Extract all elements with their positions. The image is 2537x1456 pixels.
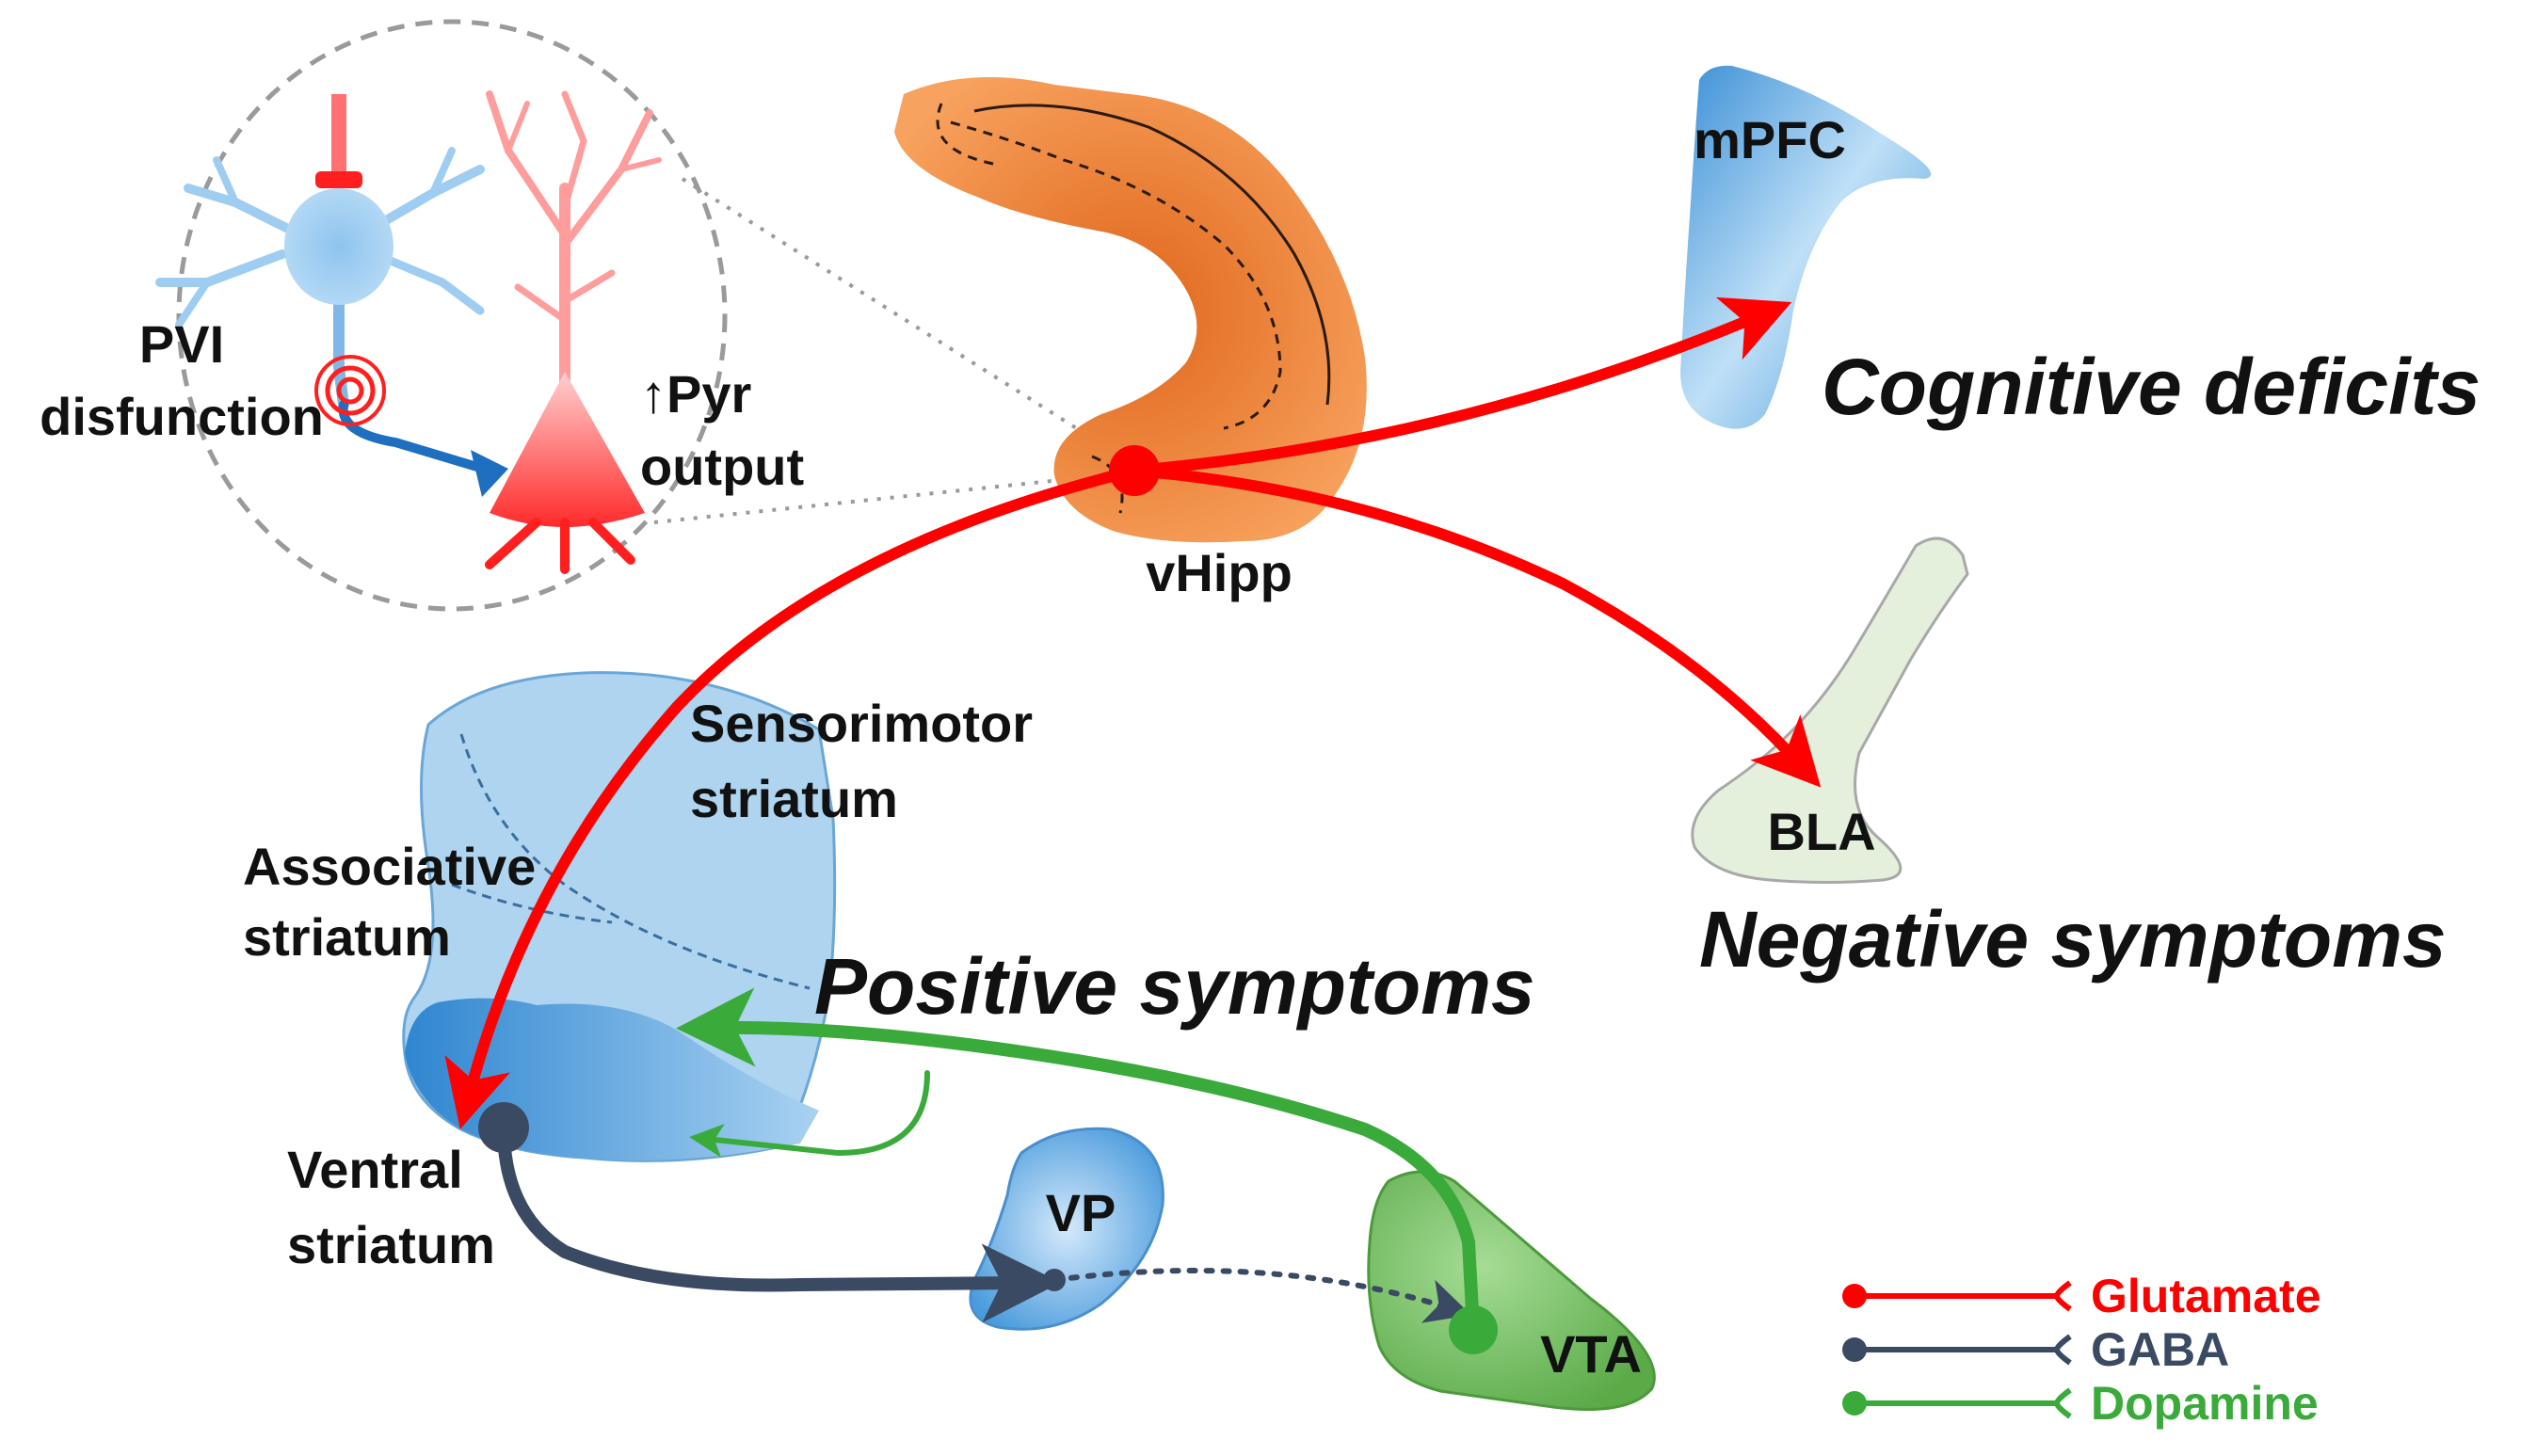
pathways (444, 296, 1822, 1354)
associative-label-line2: striatum (243, 907, 451, 967)
dopamine-vta-striatum-arrow (676, 987, 1480, 1336)
pyramidal-basal-dendrites (485, 518, 635, 574)
inset-dashed-circle (176, 19, 728, 612)
inset-connector-upper (681, 177, 1108, 449)
vp-label: VP (1046, 1183, 1116, 1242)
vhipp-dashed-line-2 (936, 103, 999, 167)
pvi-input-axon (315, 94, 362, 188)
glutamate-vhipp-mpfc-arrow (1129, 296, 1792, 476)
vhipp-glutamate-origin (1109, 445, 1160, 496)
ventral-label-line1: Ventral (287, 1140, 463, 1199)
gaba-vp-vta-dotted-arrow (1052, 1268, 1471, 1323)
vp-gaba-origin (1043, 1269, 1066, 1291)
pyramidal-dendrites (486, 90, 662, 401)
glutamate-vhipp-bla-arrow (1129, 465, 1822, 788)
bla-shape (1691, 536, 1969, 884)
legend-label: Dopamine (2091, 1377, 2319, 1430)
vhipp-shape (894, 77, 1367, 543)
mpfc-label: mPFC (1694, 110, 1846, 169)
inset-connector-lower (653, 473, 1107, 524)
pvi-interneuron (155, 147, 485, 410)
legend-item-gaba: GABA (1842, 1323, 2229, 1376)
legend-dot-icon (1842, 1391, 1867, 1416)
legend-terminal-icon (2053, 1280, 2072, 1312)
legend-dot-icon (1842, 1337, 1867, 1362)
glutamate-vhipp-striatum-arrow (444, 465, 1140, 1129)
positive-symptoms-label: Positive symptoms (814, 942, 1535, 1031)
pvi-dysfunction-target-icon (314, 355, 386, 426)
pyr-label-line1: ↑Pyr (640, 364, 751, 424)
pyr-label-line2: output (640, 437, 804, 496)
pvi-label-line1: PVI (139, 314, 224, 374)
cognitive-deficits-label: Cognitive deficits (1822, 343, 2481, 431)
vta-label: VTA (1540, 1324, 1642, 1384)
ventral-tegmental-area: VTA (1367, 1170, 1656, 1411)
associative-label-line1: Associative (243, 837, 536, 896)
legend-dot-icon (1842, 1284, 1867, 1308)
vta-dopamine-origin (1449, 1305, 1498, 1354)
pvi-label-line2: disfunction (40, 387, 324, 446)
legend-item-glutamate: Glutamate (1842, 1270, 2321, 1322)
vhipp-label: vHipp (1146, 543, 1293, 602)
legend-item-dopamine: Dopamine (1842, 1377, 2319, 1430)
dopamine-branch-ventral-arrow (689, 1070, 930, 1158)
legend-label: GABA (2091, 1323, 2229, 1376)
negative-symptoms-label: Negative symptoms (1699, 895, 2447, 984)
legend-terminal-icon (2053, 1387, 2072, 1419)
striatum-gaba-origin (478, 1102, 529, 1153)
inset-microcircuit: PVI disfunction ↑Pyr output (40, 19, 1108, 612)
pyramidal-soma (490, 372, 645, 527)
legend-terminal-icon (2053, 1334, 2072, 1366)
vhipp-inner-line (973, 104, 1331, 406)
bla: BLA (1691, 536, 1969, 884)
ventral-hippocampus: vHipp (894, 77, 1367, 602)
ventral-label-line2: striatum (287, 1215, 495, 1274)
sensorimotor-label-line2: striatum (690, 769, 898, 828)
pvi-axon (338, 400, 494, 475)
pvi-soma (284, 188, 393, 305)
vhipp-dashed-line-1 (950, 120, 1282, 430)
striatum-divider-lower (451, 883, 613, 924)
legend-label: Glutamate (2091, 1270, 2321, 1322)
pvi-synapse-terminal (471, 450, 508, 497)
ventral-pallidum: VP (969, 1127, 1164, 1331)
bla-label: BLA (1767, 802, 1875, 861)
vta-shape (1367, 1170, 1656, 1411)
sensorimotor-label-line1: Sensorimotor (690, 694, 1033, 753)
gaba-striatum-vp-arrow (497, 1121, 1061, 1323)
